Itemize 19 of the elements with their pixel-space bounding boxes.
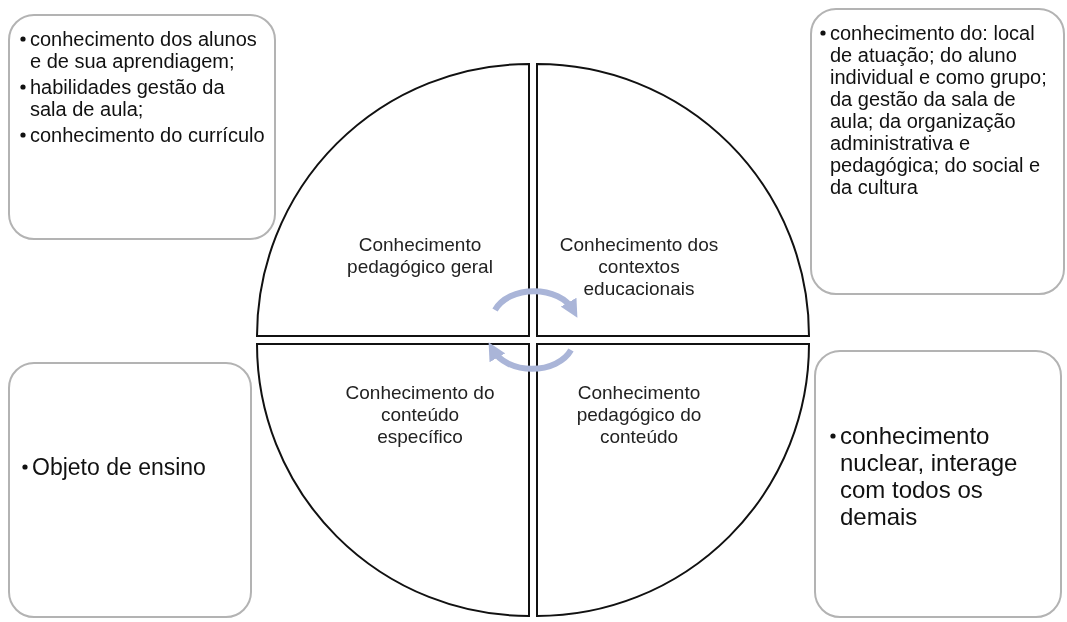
quadrant-label: Conhecimento dos contextos educacionais [559,234,719,300]
cycle-arrow [492,288,578,318]
circle-quadrant [537,64,809,336]
text-box [8,362,252,618]
bullet-text: conhecimento nuclear, interage com todos os demais [840,422,1019,530]
bullet-text: habilidades gestão da sala de aula; [30,76,226,120]
cycle-arrow [488,342,574,372]
bullet-text: conhecimento do currículo [30,124,265,146]
bullet-text: conhecimento dos alunos e de sua aprendiagem; [30,28,258,72]
text-box [810,8,1065,295]
quadrant-label: Conhecimento pedagógico do conteúdo [575,382,703,448]
quadrant-label: Conhecimento do conteúdo específico [344,382,496,448]
circle-quadrant [537,344,809,616]
text-box [814,350,1062,618]
circle-quadrant [257,344,529,616]
bullet-text: Objeto de ensino [32,454,206,480]
text-box [8,14,276,240]
bullet-text: conhecimento do: local de atuação; do aluno individual e como grupo; da gestão da sala de aula; da organização administrativa e pedagógica; do social e da cultura [830,22,1048,198]
quadrant-label: Conhecimento pedagógico geral [346,234,494,278]
